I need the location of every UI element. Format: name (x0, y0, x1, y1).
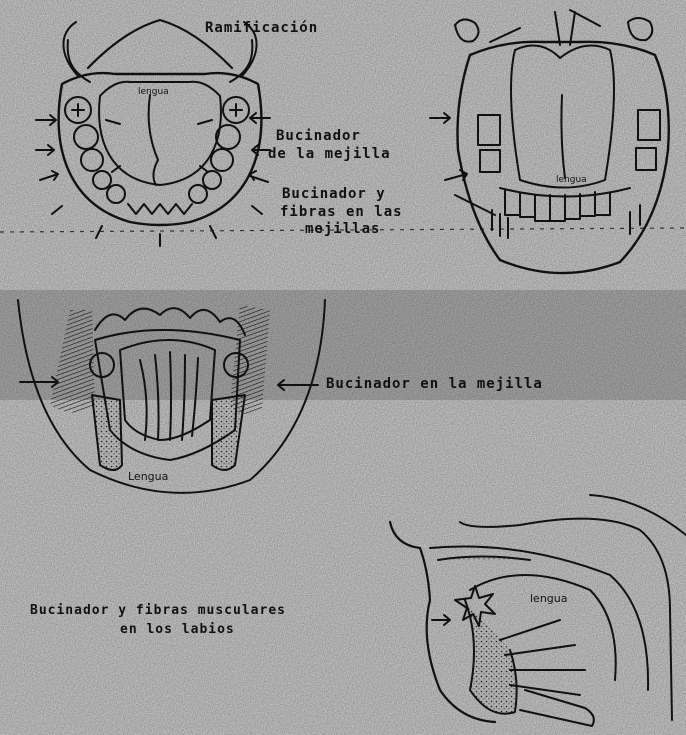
label-bucinador-labios-line2: en los labios (120, 622, 235, 637)
label-bucinador-fibras-line2: fibras en las (280, 204, 403, 220)
label-lengua-sagittal: lengua (530, 592, 568, 605)
label-ramificacion: Ramificación (205, 20, 318, 36)
label-bucinador-fibras-line3: mejillas (305, 221, 380, 237)
label-bucinador-labios-line1: Bucinador y fibras musculares (30, 603, 286, 618)
label-lengua-open-mouth: lengua (556, 175, 587, 185)
label-bucinador-mejilla-line1: Bucinador (276, 128, 361, 144)
label-lengua-lower-arch: Lengua (128, 470, 168, 483)
label-bucinador-en-mejilla: Bucinador en la mejilla (326, 376, 543, 392)
label-lengua-upper-arch: lengua (138, 87, 169, 97)
label-bucinador-mejilla-line2: de la mejilla (268, 146, 391, 162)
label-bucinador-fibras-line1: Bucinador y (282, 186, 386, 202)
